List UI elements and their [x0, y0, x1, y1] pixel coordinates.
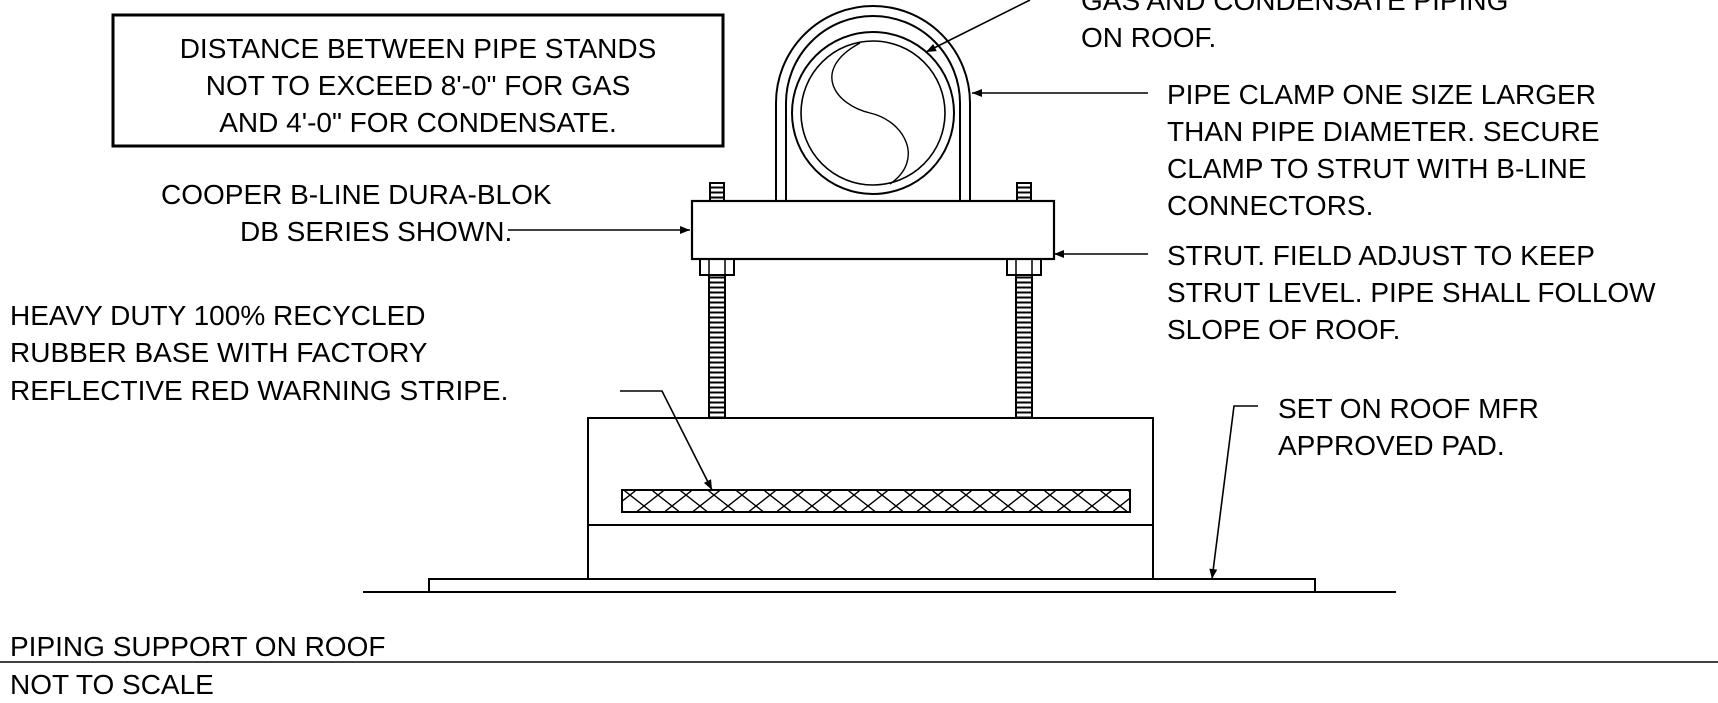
note-box: DISTANCE BETWEEN PIPE STANDS NOT TO EXCE… [111, 13, 725, 148]
callout-strut-line-1: STRUT. FIELD ADJUST TO KEEP [1167, 240, 1595, 271]
callout-pipe-clamp: PIPE CLAMP ONE SIZE LARGER THAN PIPE DIA… [1167, 79, 1600, 221]
nut-left [699, 258, 735, 276]
leader-pad [1209, 405, 1258, 580]
note-line-2: NOT TO EXCEED 8'-0" FOR GAS [206, 70, 631, 101]
pipe-inner [800, 40, 946, 186]
rubber-base-body [587, 417, 1154, 580]
callout-gas-line-2: ON ROOF. [1081, 22, 1216, 53]
callout-pad: SET ON ROOF MFR APPROVED PAD. [1278, 393, 1539, 461]
threaded-rods [699, 182, 1042, 419]
note-line-3: AND 4'-0" FOR CONDENSATE. [219, 107, 616, 138]
strut [690, 199, 1056, 261]
callout-strut-line-3: SLOPE OF ROOF. [1167, 314, 1400, 345]
note-box-frame [111, 13, 725, 148]
callout-gas-line-1: GAS AND CONDENSATE PIPING [1081, 0, 1508, 16]
roof-pad-plate [428, 578, 1316, 593]
callout-rubber-line-3: REFLECTIVE RED WARNING STRIPE. [10, 375, 508, 406]
callout-gas-piping: GAS AND CONDENSATE PIPING ON ROOF. [1081, 0, 1508, 53]
clamp-inner [785, 15, 961, 201]
callout-clamp-line-3: CLAMP TO STRUT WITH B-LINE [1167, 153, 1587, 184]
threaded-rod-left [708, 274, 726, 419]
leader-rubber [620, 390, 713, 491]
rubber-base [587, 417, 1154, 580]
callout-clamp-line-2: THAN PIPE DIAMETER. SECURE [1167, 116, 1600, 147]
rod-top-right [1016, 182, 1032, 202]
callout-cooper-line-1: COOPER B-LINE DURA-BLOK [161, 179, 552, 210]
leader-gas-piping [925, 0, 1031, 53]
nut-right [1006, 258, 1042, 276]
callout-cooper-line-2: DB SERIES SHOWN. [240, 216, 512, 247]
callout-rubber-base: HEAVY DUTY 100% RECYCLED RUBBER BASE WIT… [10, 300, 508, 406]
title-block: PIPING SUPPORT ON ROOF NOT TO SCALE [0, 631, 1718, 700]
detail-title: PIPING SUPPORT ON ROOF [10, 631, 385, 662]
pipe-outer [791, 31, 955, 195]
roof-pad [363, 578, 1396, 593]
callout-rubber-line-2: RUBBER BASE WITH FACTORY [10, 337, 428, 368]
callout-clamp-line-4: CONNECTORS. [1167, 190, 1373, 221]
detail-scale: NOT TO SCALE [10, 669, 214, 700]
callout-cooper: COOPER B-LINE DURA-BLOK DB SERIES SHOWN. [161, 179, 552, 247]
callout-rubber-line-1: HEAVY DUTY 100% RECYCLED [10, 300, 426, 331]
callout-pad-line-1: SET ON ROOF MFR [1278, 393, 1539, 424]
note-line-1: DISTANCE BETWEEN PIPE STANDS [180, 33, 657, 64]
callout-clamp-line-1: PIPE CLAMP ONE SIZE LARGER [1167, 79, 1596, 110]
warning-stripe [621, 489, 1131, 513]
pipe-break-line [831, 42, 909, 185]
callout-strut: STRUT. FIELD ADJUST TO KEEP STRUT LEVEL.… [1167, 240, 1656, 345]
threaded-rod-right [1015, 274, 1033, 419]
pipe-clamp [775, 5, 971, 201]
rod-top-left [709, 182, 725, 202]
callout-strut-line-2: STRUT LEVEL. PIPE SHALL FOLLOW [1167, 277, 1656, 308]
leaders [508, 0, 1258, 580]
callout-pad-line-2: APPROVED PAD. [1278, 430, 1505, 461]
clamp-outer [775, 5, 971, 201]
